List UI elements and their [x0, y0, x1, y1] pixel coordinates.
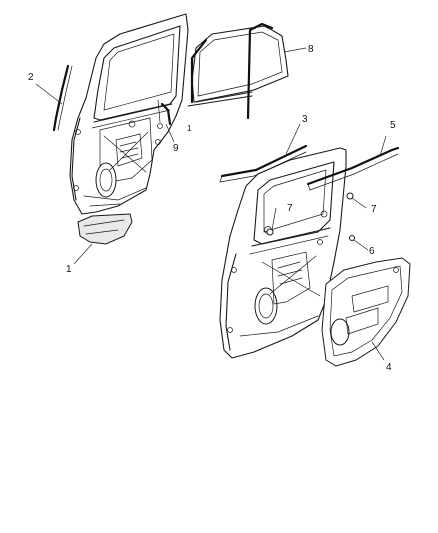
- leader-lines: [35, 47, 387, 361]
- glass-run-part-9: [157, 99, 172, 126]
- callout-1: 1: [66, 264, 72, 275]
- callout-9: 9: [173, 143, 179, 154]
- callout-6: 6: [369, 246, 375, 257]
- callout-7-left: 7: [287, 203, 293, 214]
- callout-labels: 2 1 9 1 8 3 5 7 7 6 4: [28, 44, 396, 373]
- callout-8: 8: [308, 44, 314, 55]
- callout-2: 2: [28, 72, 34, 83]
- clip-part-7: [266, 192, 354, 236]
- callout-1-small: 1: [187, 124, 192, 133]
- callout-7-right: 7: [371, 204, 377, 215]
- callout-5: 5: [390, 120, 396, 131]
- belt-molding-part-5: [306, 146, 400, 191]
- trim-panel-part-4: [321, 257, 411, 367]
- upper-left-door-assembly: [69, 13, 189, 215]
- plug-part-6: [349, 235, 355, 241]
- callout-4: 4: [386, 362, 392, 373]
- belt-molding-part-2: [52, 64, 73, 132]
- belt-molding-part-3: [219, 144, 308, 183]
- callout-3: 3: [302, 114, 308, 125]
- window-glass-part-8: [187, 22, 289, 120]
- bottom-seal-part-1: [77, 213, 133, 245]
- lower-right-door-assembly: [219, 147, 347, 359]
